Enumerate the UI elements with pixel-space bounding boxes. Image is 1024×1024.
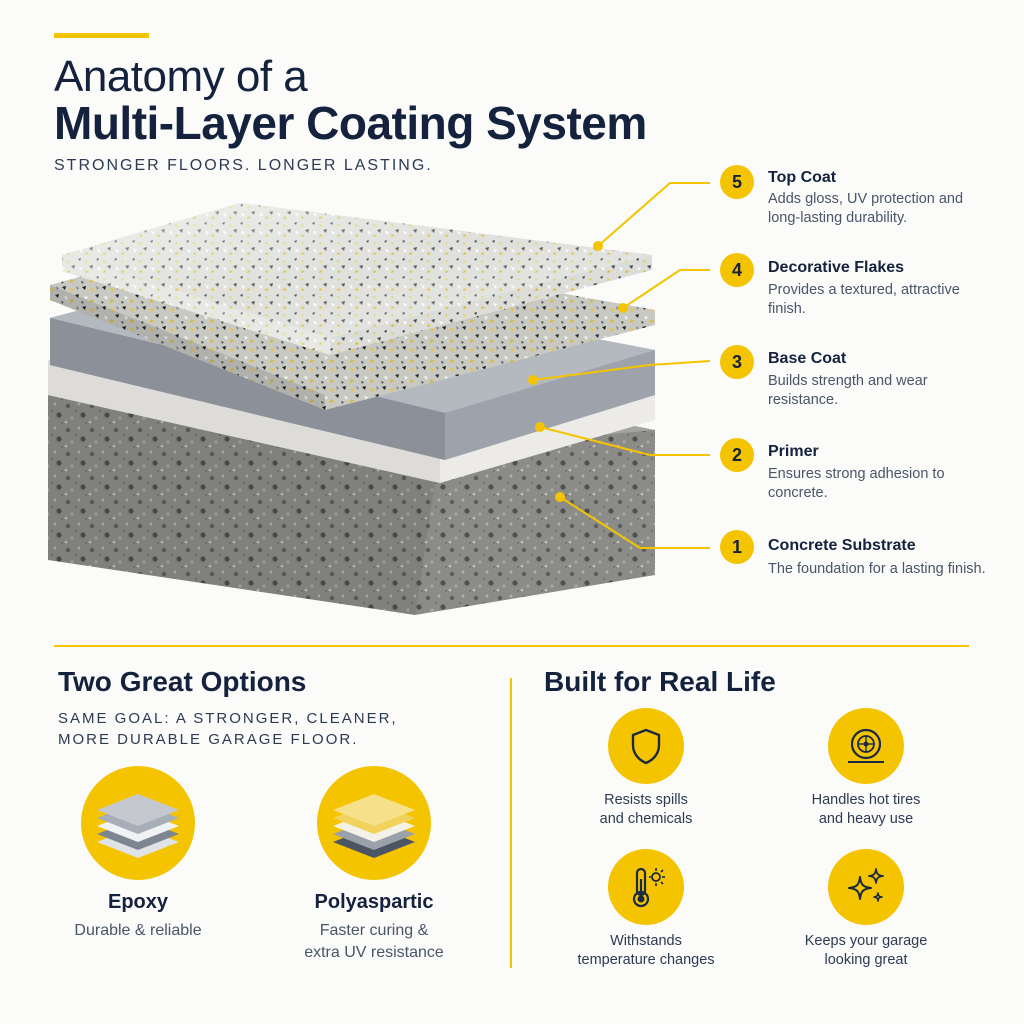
layer-title-2: Primer (768, 443, 819, 460)
layer-stack-diagram (48, 203, 655, 615)
polyaspartic-desc-2: extra UV resistance (304, 944, 444, 961)
layer-badge-1: 1 (720, 530, 754, 564)
feature-looks-2: looking great (824, 952, 908, 968)
layer-title-4: Decorative Flakes (768, 259, 905, 276)
tire-icon (848, 728, 884, 763)
layer-badge-4: 4 (720, 253, 754, 287)
options-subtitle-2: MORE DURABLE GARAGE FLOOR. (58, 731, 359, 748)
feature-circle-looks (828, 849, 904, 925)
layer-badge-3: 3 (720, 345, 754, 379)
title-line-1: Anatomy of a (54, 52, 308, 101)
layer-desc-3: Builds strength and wear resistance. (768, 373, 928, 408)
layer-title-3: Base Coat (768, 350, 847, 367)
feature-temperature-2: temperature changes (577, 952, 715, 968)
feature-spills-2: and chemicals (599, 811, 693, 827)
leader-dot-4 (618, 303, 628, 313)
options-title: Two Great Options (58, 666, 307, 697)
feature-circle-tires (828, 708, 904, 784)
title-line-2: Multi-Layer Coating System (54, 97, 647, 149)
feature-circle-spills (608, 708, 684, 784)
polyaspartic-circle (317, 766, 431, 880)
column-divider (510, 678, 512, 968)
feature-temperature-1: Withstands (610, 933, 682, 949)
epoxy-circle (81, 766, 195, 880)
layer-desc-1: The foundation for a lasting finish. (768, 561, 986, 577)
layer-desc-2: Ensures strong adhesion to concrete. (768, 466, 945, 501)
section-divider (54, 645, 969, 647)
layer-desc-4: Provides a textured, attractive finish. (768, 282, 960, 317)
epoxy-layers-icon (97, 794, 179, 858)
feature-tires-1: Handles hot tires (811, 792, 921, 808)
polyaspartic-name: Polyaspartic (314, 891, 434, 913)
leader-dot-5 (593, 241, 603, 251)
feature-spills-1: Resists spills (604, 792, 688, 808)
sparkle-icon (848, 868, 884, 902)
layer-title-1: Concrete Substrate (768, 537, 916, 554)
polyaspartic-layers-icon (333, 794, 415, 858)
epoxy-name: Epoxy (107, 891, 169, 913)
tagline: STRONGER FLOORS. LONGER LASTING. (54, 157, 433, 174)
options-subtitle-1: SAME GOAL: A STRONGER, CLEANER, (58, 710, 398, 727)
accent-bar (54, 33, 149, 38)
layer-desc-5: Adds gloss, UV protection and long-lasti… (768, 191, 964, 226)
leader-dot-2 (535, 422, 545, 432)
shield-icon (631, 728, 661, 765)
leader-dot-1 (555, 492, 565, 502)
feature-tires-2: and heavy use (818, 811, 914, 827)
layer-top-coat (62, 203, 652, 355)
layer-badge-5: 5 (720, 165, 754, 199)
epoxy-desc: Durable & reliable (74, 922, 202, 939)
thermometer-sun-icon (632, 867, 665, 908)
feature-circle-temperature (608, 849, 684, 925)
layer-badge-2: 2 (720, 438, 754, 472)
layer-title-5: Top Coat (768, 169, 837, 186)
feature-looks-1: Keeps your garage (804, 933, 928, 949)
leader-dot-3 (528, 375, 538, 385)
polyaspartic-desc-1: Faster curing & (319, 922, 429, 939)
features-title: Built for Real Life (544, 666, 776, 697)
